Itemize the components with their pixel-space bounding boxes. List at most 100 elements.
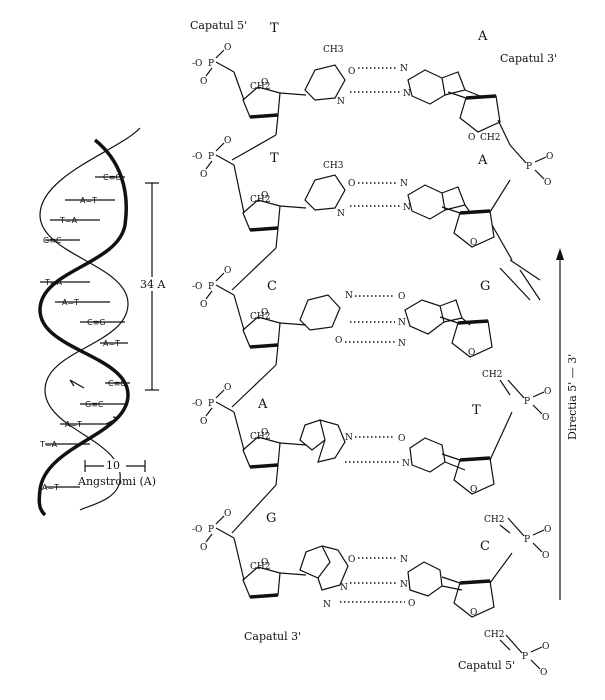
svg-text:N: N: [398, 339, 406, 349]
svg-text:CH3: CH3: [323, 161, 344, 171]
svg-text:O: O: [261, 78, 268, 88]
svg-text:O: O: [540, 668, 547, 678]
base-pair-4: A T N O N: [257, 397, 481, 473]
svg-text:CH3: CH3: [323, 45, 344, 55]
scale-34a: 34 A: [136, 182, 166, 391]
base-pair-3: C G N O O N N: [267, 267, 541, 349]
double-helix: C≡G A=T T=A G≡C T=A A=T C≡G A=T C≡G G≡C …: [37, 127, 166, 517]
left-base-2: T: [270, 151, 279, 166]
helix-back-strand: [39, 127, 141, 511]
svg-text:-O: -O: [192, 59, 202, 69]
svg-text:O: O: [542, 413, 549, 423]
left-backbone: -O P O O -O P O O -O P O: [192, 43, 307, 599]
svg-text:N: N: [400, 580, 408, 590]
svg-text:P: P: [208, 152, 214, 162]
label-10-angstrom: 10: [106, 459, 120, 472]
label-angstromi: Angstromi (A): [77, 475, 156, 488]
helix-pair-13: A=T: [42, 483, 59, 492]
sugar-right-2: O: [441, 206, 513, 261]
svg-text:-O: -O: [192, 152, 202, 162]
svg-text:O: O: [335, 336, 342, 346]
svg-text:O: O: [544, 178, 551, 188]
sugar-right-5: O CH2: [441, 576, 504, 640]
phosphate-right-4: P O O: [505, 634, 549, 678]
helix-base-pairs: C≡G A=T T=A G≡C T=A A=T C≡G A=T C≡G G≡C …: [39, 173, 130, 492]
svg-text:O: O: [261, 428, 268, 438]
label-direction: Directia 5' — 3': [566, 354, 579, 440]
base-pair-5: G C O N N N N O: [266, 511, 490, 610]
svg-text:O: O: [468, 133, 475, 143]
helix-pair-6: A=T: [62, 298, 79, 307]
svg-text:N: N: [400, 555, 408, 565]
svg-text:P: P: [526, 162, 532, 172]
helix-pair-9: C≡G: [108, 379, 127, 388]
svg-text:N: N: [345, 291, 353, 301]
helix-pair-7: C≡G: [87, 318, 106, 327]
svg-text:-O: -O: [192, 282, 202, 292]
sugar-left-4: CH2 O: [242, 428, 307, 486]
svg-text:CH2: CH2: [250, 562, 270, 572]
svg-text:O: O: [261, 308, 268, 318]
phosphate-left-2: -O P O O: [192, 136, 235, 180]
helix-pair-3: T=A: [59, 216, 78, 225]
svg-text:O: O: [544, 387, 551, 397]
svg-text:O: O: [408, 599, 415, 609]
helix-pair-12: T=A: [39, 440, 58, 449]
svg-text:CH2: CH2: [484, 630, 504, 640]
svg-text:N: N: [337, 97, 345, 107]
svg-text:O: O: [348, 179, 355, 189]
scale-10a: 10 Angstromi (A): [77, 459, 156, 488]
sugar-left-2: CH2 O: [242, 191, 307, 249]
svg-text:N: N: [403, 203, 411, 213]
phosphate-left-5: -O P O O: [192, 509, 235, 553]
svg-text:O: O: [200, 417, 207, 427]
svg-text:N: N: [400, 64, 408, 74]
svg-text:O: O: [224, 136, 231, 146]
label-3-end-top: Capatul 3': [500, 52, 557, 65]
detailed-structure: Capatul 5' Capatul 3' Capatul 3' Capatul…: [190, 19, 579, 678]
right-base-5: C: [480, 539, 490, 554]
phosphate-right-1: P O O: [509, 144, 553, 188]
svg-text:O: O: [261, 191, 268, 201]
svg-text:N: N: [398, 318, 406, 328]
helix-pair-4: G≡C: [43, 236, 62, 245]
svg-text:O: O: [200, 170, 207, 180]
phosphate-right-3: P O O: [507, 517, 551, 561]
svg-text:P: P: [208, 525, 214, 535]
svg-text:N: N: [345, 433, 353, 443]
svg-text:O: O: [470, 238, 477, 248]
svg-text:O: O: [200, 77, 207, 87]
svg-text:N: N: [340, 583, 348, 593]
sugar-left-3: CH2 O: [242, 308, 307, 366]
label-34-angstrom: 34 A: [140, 278, 166, 291]
svg-text:-O: -O: [192, 399, 202, 409]
svg-text:CH2: CH2: [484, 515, 504, 525]
svg-text:O: O: [546, 152, 553, 162]
svg-text:O: O: [200, 543, 207, 553]
svg-text:O: O: [224, 509, 231, 519]
svg-text:O: O: [261, 558, 268, 568]
helix-pair-5: T=A: [44, 278, 63, 287]
helix-pair-2: A=T: [80, 196, 97, 205]
svg-text:O: O: [348, 67, 355, 77]
right-base-1: A: [477, 29, 488, 44]
svg-text:O: O: [398, 292, 405, 302]
svg-text:P: P: [522, 652, 528, 662]
phosphate-left-3: -O P O O: [192, 266, 235, 310]
right-base-2: A: [477, 153, 488, 168]
svg-text:P: P: [208, 282, 214, 292]
right-base-3: G: [480, 279, 490, 294]
sugar-right-3: O CH2: [439, 316, 502, 380]
helix-pair-11: A=T: [65, 420, 82, 429]
svg-text:O: O: [348, 555, 355, 565]
label-5-end-bottom: Capatul 5': [458, 659, 515, 672]
svg-text:O: O: [468, 348, 475, 358]
right-backbone: O CH2 O O CH2 O CH2: [439, 91, 553, 678]
phosphate-left-4: -O P O O: [192, 383, 235, 427]
svg-text:P: P: [208, 59, 214, 69]
label-3-end-bottom: Capatul 3': [244, 630, 301, 643]
svg-text:O: O: [398, 434, 405, 444]
svg-text:O: O: [224, 43, 231, 53]
right-base-4: T: [472, 403, 481, 418]
svg-text:P: P: [524, 535, 530, 545]
